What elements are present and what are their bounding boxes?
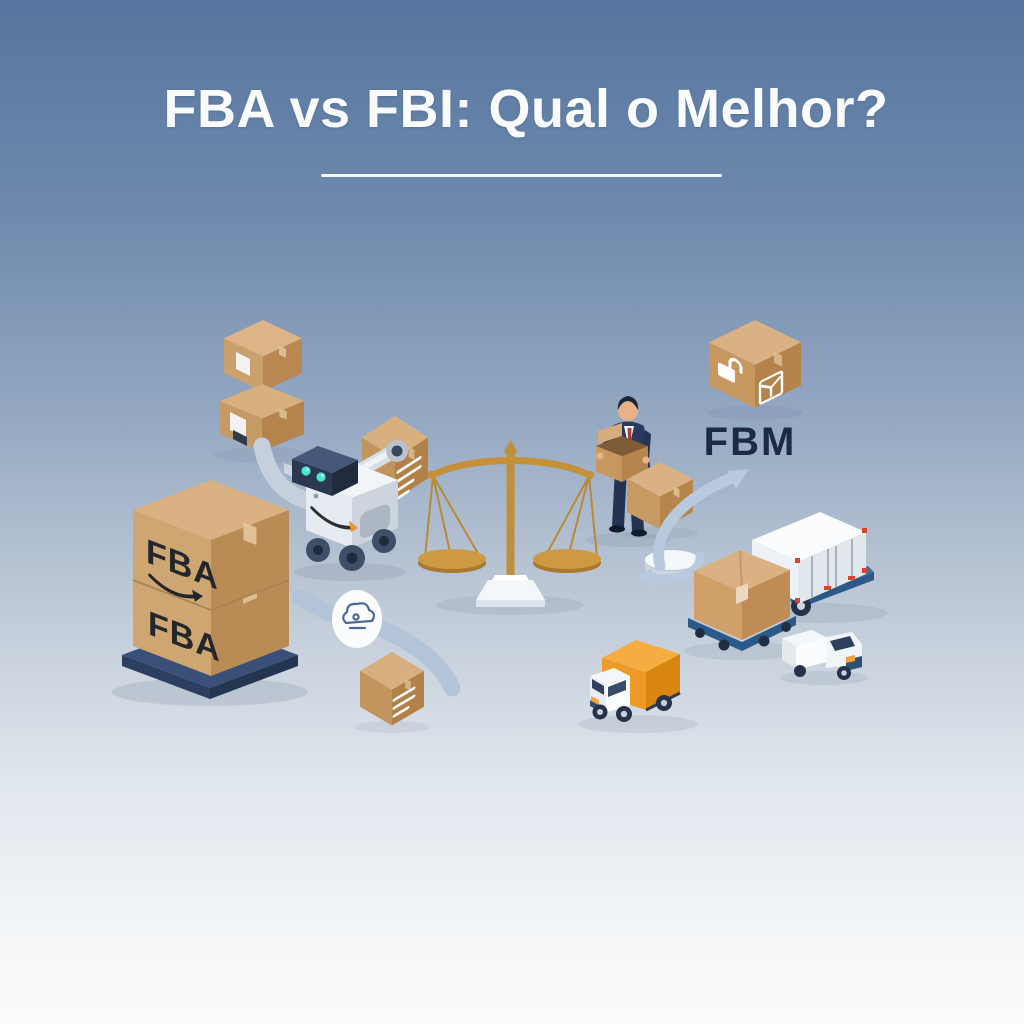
trailer-container xyxy=(752,512,867,604)
delivery-van-icon xyxy=(782,630,862,680)
robot-held-parcel-icon xyxy=(362,416,428,500)
parcel-with-label-icon xyxy=(360,652,424,726)
page-title: FBA vs FBI: Qual o Melhor? xyxy=(163,79,889,139)
cargo-trailer-icon xyxy=(750,512,874,616)
fulfillment-flow-ribbon-icon xyxy=(291,589,461,697)
trolley-box xyxy=(694,550,790,640)
package-glyph-icon xyxy=(758,370,784,405)
person-hand xyxy=(596,452,604,460)
stacked-parcel-boxes-icon xyxy=(220,320,304,452)
loop-arrow-icon xyxy=(634,551,705,586)
truck-side-window xyxy=(608,680,626,697)
scale-strings xyxy=(424,475,598,562)
scale-pole xyxy=(506,452,515,582)
label-lines xyxy=(392,686,416,718)
eye-highlight xyxy=(321,474,324,477)
eye-highlight xyxy=(306,468,309,471)
box-on-trolley-icon xyxy=(688,550,796,651)
robot-eye xyxy=(301,466,311,476)
barcode-label xyxy=(233,430,247,446)
person-shoe xyxy=(609,525,625,533)
red-accents xyxy=(795,528,867,603)
van-windshield xyxy=(830,636,855,651)
wheel-hub xyxy=(797,602,805,610)
robot-smile-icon xyxy=(310,506,358,533)
robot-gripper-hub xyxy=(391,445,403,457)
scale-beam xyxy=(432,457,590,479)
title-underline xyxy=(321,174,722,177)
label-lines xyxy=(396,455,422,500)
truck-wheels xyxy=(592,695,672,722)
upward-curved-arrow-icon xyxy=(653,469,749,572)
fbm-open-padlock-box-icon xyxy=(709,320,801,408)
robot-wheels xyxy=(306,529,396,571)
van-headlight xyxy=(846,655,855,663)
door-rods xyxy=(811,539,853,597)
scale-base xyxy=(476,575,545,607)
shipping-label xyxy=(236,352,250,376)
open-padlock-icon xyxy=(718,357,743,383)
fba-pallet-stack-icon: FBA FBA xyxy=(122,480,298,699)
scale-finial xyxy=(504,440,517,462)
trolley xyxy=(688,616,796,651)
fba-bottom-box: FBA xyxy=(133,578,289,676)
wheel-hub xyxy=(841,670,847,676)
truck-windshield xyxy=(592,679,604,695)
amazon-smile-arrow-icon xyxy=(148,573,203,602)
robot-bolt xyxy=(313,493,319,499)
beam-end xyxy=(427,470,437,480)
truck-headlight xyxy=(591,696,599,705)
van-wheel xyxy=(794,665,806,677)
person-hair xyxy=(617,396,639,410)
robot-eye xyxy=(316,472,326,482)
fbm-label: FBM xyxy=(704,420,797,464)
person-leg xyxy=(612,468,627,527)
robot-head xyxy=(292,446,358,496)
beam-end xyxy=(585,470,595,480)
balance-scale-icon xyxy=(418,440,601,607)
flow-arrows xyxy=(634,469,749,586)
person-shoe xyxy=(631,529,647,537)
amazon-robot-icon xyxy=(284,440,408,571)
person-hand xyxy=(642,456,650,464)
scale-pans xyxy=(418,549,601,573)
cloud-parcel-badge-icon xyxy=(342,602,376,630)
fba-top-box: FBA xyxy=(132,480,290,611)
orange-box-truck-icon xyxy=(590,640,681,722)
person-head xyxy=(618,401,638,421)
